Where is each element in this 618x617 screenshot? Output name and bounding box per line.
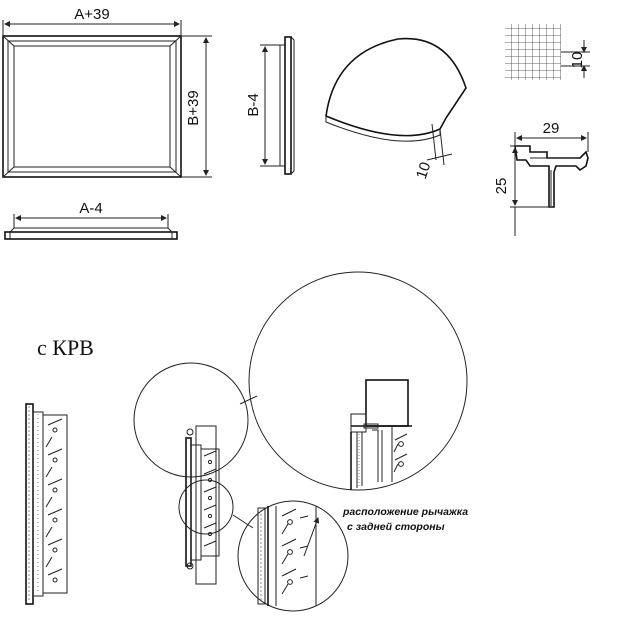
krv-side-view (25, 403, 68, 605)
mesh-detail-square: 10 (505, 24, 590, 80)
side-height-label: B-4 (245, 93, 262, 116)
bottom-width-label: A-4 (79, 200, 102, 217)
front-height-label: B+39 (185, 90, 202, 125)
lever-note-line2: с задней стороны (347, 521, 445, 533)
callout-circle-bottom-small (178, 479, 234, 535)
lever-note-line1: расположение рычажка (342, 506, 468, 518)
side-view: B-4 (245, 36, 295, 175)
profile-height-label: 25 (493, 178, 510, 195)
callout-circle-top-small (133, 362, 249, 478)
section-title: с КРВ (37, 335, 94, 360)
profile-width-label: 29 (543, 120, 560, 137)
lever-note: расположение рычажка с задней стороны (342, 506, 468, 533)
mesh-cell-label: 10 (569, 52, 586, 69)
krv-installed-view (185, 425, 220, 585)
bottom-view: A-4 (4, 200, 178, 240)
front-width-label: A+39 (74, 6, 109, 23)
profile-section: 29 25 (493, 120, 589, 236)
mesh-detail-fan: 10 (325, 37, 467, 181)
front-view: A+39 B+39 (2, 6, 212, 178)
detail-circle-top (248, 271, 468, 491)
fan-cell-label: 10 (413, 160, 434, 181)
detail-circle-bottom (237, 500, 349, 612)
